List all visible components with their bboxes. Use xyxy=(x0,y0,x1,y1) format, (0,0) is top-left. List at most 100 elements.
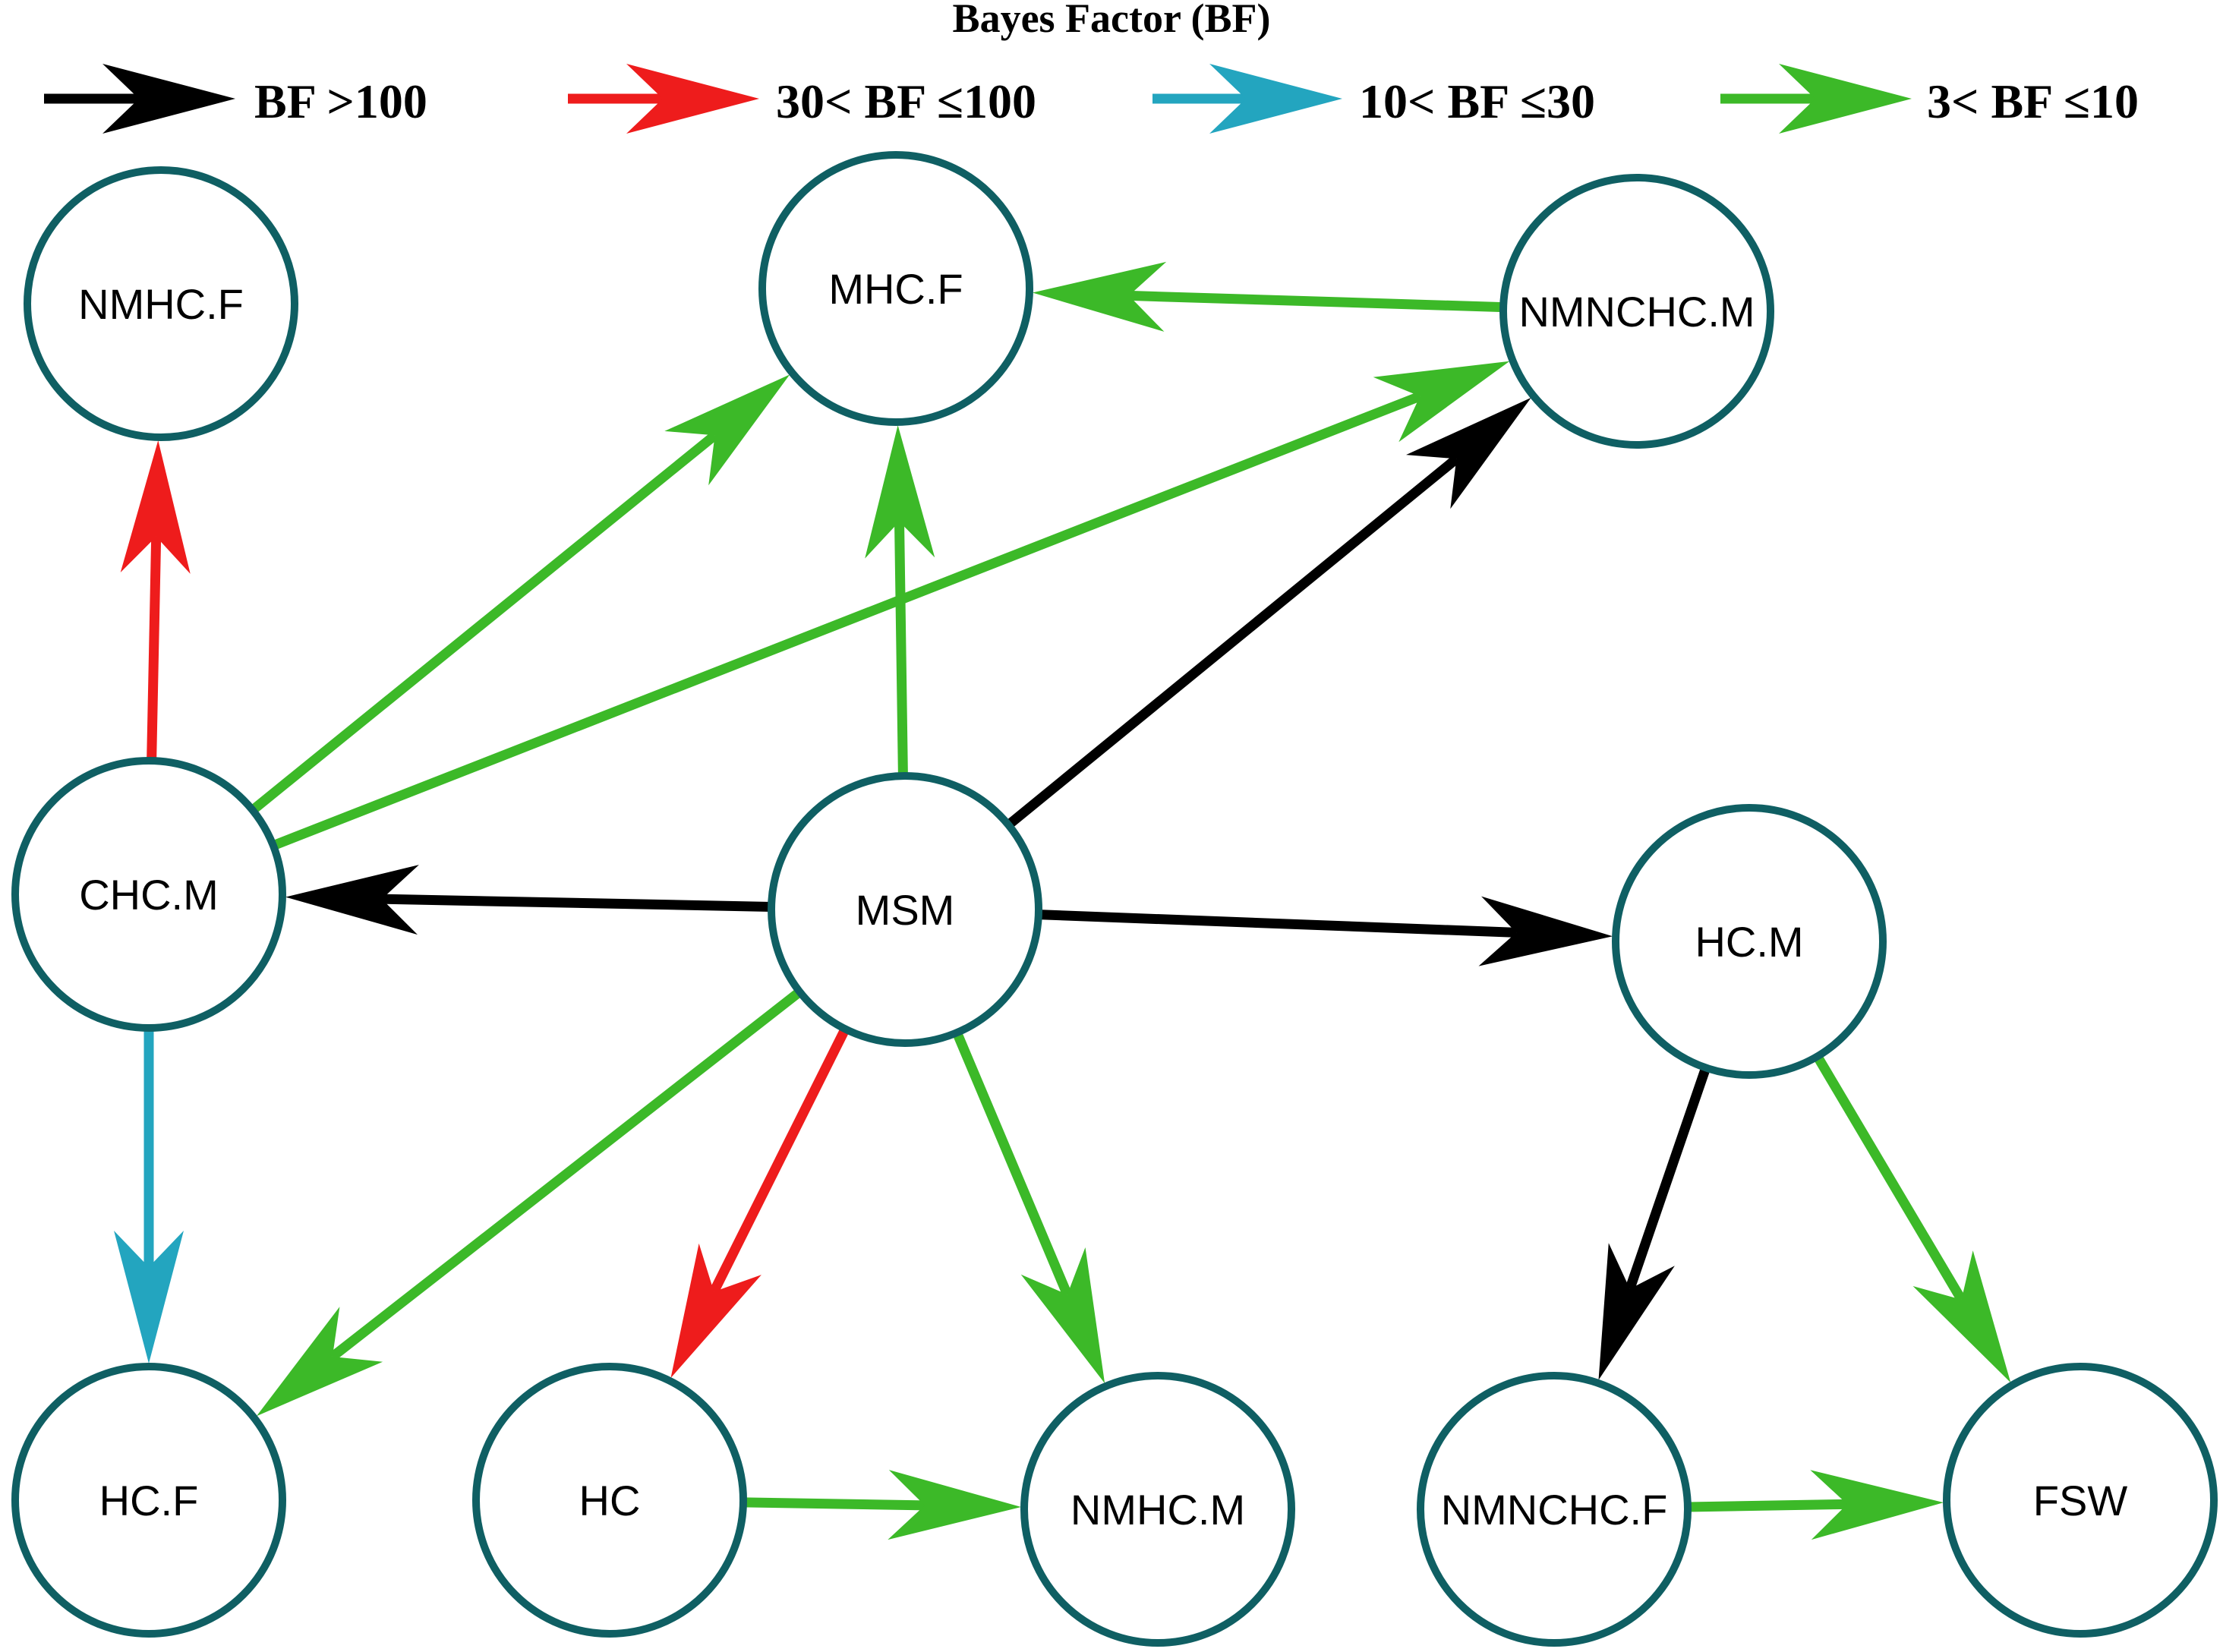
edge-chc-m-to-nmhc-f xyxy=(120,440,191,761)
edges-layer xyxy=(114,261,2011,1540)
edge-nmnchc-f-to-fsw-shaft xyxy=(1687,1499,1848,1512)
legend-arrow-shape-very-strong-head xyxy=(102,64,235,134)
edge-msm-to-mhc-f-head xyxy=(865,425,935,559)
node-label-nmhc-f: NMHC.F xyxy=(78,280,244,328)
legend-item-substantial: 3< BF ≤10 xyxy=(1720,64,2139,134)
edge-hc-to-nmhc-m-head xyxy=(888,1470,1021,1540)
legend-item-strong: 30< BF ≤100 xyxy=(568,64,1036,134)
edge-chc-m-to-nmnchc-m-head xyxy=(1373,361,1510,443)
node-circle-hc-f xyxy=(11,1363,286,1638)
node-circle-fsw xyxy=(1943,1363,2218,1638)
legend-item-very-strong: BF >100 xyxy=(44,64,427,134)
node-hc: HC xyxy=(472,1363,747,1638)
edge-chc-m-to-hc-f xyxy=(114,1028,184,1364)
edge-hc-m-to-nmnchc-f-head xyxy=(1598,1243,1675,1380)
node-nmhc-m: NMHC.M xyxy=(1020,1372,1295,1647)
edge-chc-m-to-mhc-f-shaft xyxy=(249,431,718,815)
edge-msm-to-hc-f xyxy=(256,988,803,1417)
node-label-msm: MSM xyxy=(856,886,955,934)
node-label-chc-m: CHC.M xyxy=(79,871,219,919)
edge-msm-to-hc-shaft xyxy=(709,1026,850,1294)
node-label-hc-m: HC.M xyxy=(1695,918,1803,966)
node-circle-mhc-f xyxy=(758,151,1033,426)
node-label-hc: HC xyxy=(579,1477,641,1524)
legend-item-moderate: 10< BF ≤30 xyxy=(1152,64,1595,134)
edge-msm-to-hc-m-shaft xyxy=(1038,910,1517,938)
legend-arrow-shape-substantial-head xyxy=(1779,64,1912,134)
node-nmhc-f: NMHC.F xyxy=(24,166,298,441)
edge-chc-m-to-nmnchc-m xyxy=(271,361,1510,850)
edge-chc-m-to-nmnchc-m-shaft xyxy=(271,391,1422,850)
edge-msm-to-nmhc-m-shaft xyxy=(952,1030,1072,1297)
node-chc-m: CHC.M xyxy=(11,757,286,1032)
edge-msm-to-hc-f-shaft xyxy=(329,988,803,1361)
edge-msm-to-hc-m-head xyxy=(1478,896,1613,966)
node-circle-hc xyxy=(472,1363,747,1638)
node-label-nmnchc-f: NMNCHC.F xyxy=(1441,1486,1668,1534)
edge-nmnchc-m-to-mhc-f-head xyxy=(1032,261,1167,332)
node-hc-m: HC.M xyxy=(1612,804,1887,1079)
legend-arrow-moderate xyxy=(1152,64,1342,134)
edge-chc-m-to-nmhc-f-shaft xyxy=(147,536,162,761)
node-circle-hc-m xyxy=(1612,804,1887,1079)
edge-msm-to-mhc-f-shaft xyxy=(894,521,908,777)
edge-msm-to-nmnchc-m xyxy=(1005,397,1531,829)
node-nmnchc-m: NMNCHC.M xyxy=(1499,174,1774,449)
edge-hc-m-to-nmnchc-f xyxy=(1598,1066,1711,1380)
edge-msm-to-hc-f-head xyxy=(256,1307,383,1417)
node-circle-nmhc-f xyxy=(24,166,298,441)
edge-hc-m-to-nmnchc-f-shaft xyxy=(1625,1066,1711,1291)
legend-label-strong: 30< BF ≤100 xyxy=(776,74,1036,128)
edge-nmnchc-m-to-mhc-f-shaft xyxy=(1128,290,1504,313)
legend-arrow-shape-moderate xyxy=(1152,64,1342,134)
edge-chc-m-to-mhc-f xyxy=(249,374,790,815)
edge-chc-m-to-hc-f-head xyxy=(114,1231,184,1364)
edge-chc-m-to-nmhc-f-head xyxy=(120,440,191,574)
node-label-hc-f: HC.F xyxy=(99,1477,199,1524)
node-hc-f: HC.F xyxy=(11,1363,286,1638)
legend-label-moderate: 10< BF ≤30 xyxy=(1359,74,1595,128)
edge-msm-to-nmnchc-m-shaft xyxy=(1005,455,1460,829)
legend-title: Bayes Factor (BF) xyxy=(953,0,1271,41)
edge-msm-to-mhc-f xyxy=(865,425,935,777)
node-circle-nmnchc-m xyxy=(1499,174,1774,449)
legend-arrow-shape-strong xyxy=(568,64,759,134)
legend-arrow-very-strong xyxy=(44,64,235,134)
edge-msm-to-hc-head xyxy=(670,1243,761,1378)
node-circle-nmnchc-f xyxy=(1417,1372,1692,1647)
node-circle-msm xyxy=(768,772,1042,1047)
legend-label-substantial: 3< BF ≤10 xyxy=(1927,74,2139,128)
edge-msm-to-hc-m xyxy=(1038,896,1613,966)
legend-arrow-strong xyxy=(568,64,759,134)
legend-arrow-shape-very-strong xyxy=(44,64,235,134)
legend-arrow-shape-substantial xyxy=(1720,64,1912,134)
node-fsw: FSW xyxy=(1943,1363,2218,1638)
edge-msm-to-chc-m xyxy=(285,865,772,935)
edge-nmnchc-f-to-fsw xyxy=(1687,1470,1944,1540)
node-circle-chc-m xyxy=(11,757,286,1032)
node-label-mhc-f: MHC.F xyxy=(828,265,963,313)
edge-nmnchc-m-to-mhc-f xyxy=(1032,261,1504,332)
edge-hc-m-to-fsw-head xyxy=(1912,1250,2011,1383)
legend-arrow-shape-moderate-head xyxy=(1209,64,1342,134)
nodes-layer: NMHC.F MHC.F NMNCHC.M CHC.M MSM HC.M HC.F HC NMH… xyxy=(11,151,2218,1647)
legend-arrow-substantial xyxy=(1720,64,1912,134)
edge-nmnchc-f-to-fsw-head xyxy=(1810,1470,1944,1540)
edge-msm-to-nmnchc-m-head xyxy=(1406,397,1531,509)
edge-msm-to-nmhc-m-head xyxy=(1020,1247,1105,1384)
node-circle-nmhc-m xyxy=(1020,1372,1295,1647)
edge-hc-m-to-fsw-shaft xyxy=(1813,1054,1966,1303)
edge-msm-to-nmhc-m xyxy=(952,1030,1105,1384)
node-label-nmhc-m: NMHC.M xyxy=(1071,1486,1245,1534)
edge-msm-to-hc xyxy=(670,1026,850,1378)
node-mhc-f: MHC.F xyxy=(758,151,1033,426)
legend: Bayes Factor (BF) BF >100 30< BF ≤100 10… xyxy=(44,0,2139,134)
edge-hc-to-nmhc-m xyxy=(743,1470,1021,1540)
edge-chc-m-to-mhc-f-head xyxy=(664,374,790,486)
node-nmnchc-f: NMNCHC.F xyxy=(1417,1372,1692,1647)
legend-label-very-strong: BF >100 xyxy=(254,74,427,128)
edge-hc-to-nmhc-m-shaft xyxy=(743,1497,925,1511)
edge-hc-m-to-fsw xyxy=(1813,1054,2011,1383)
edge-msm-to-chc-m-shaft xyxy=(381,894,772,912)
